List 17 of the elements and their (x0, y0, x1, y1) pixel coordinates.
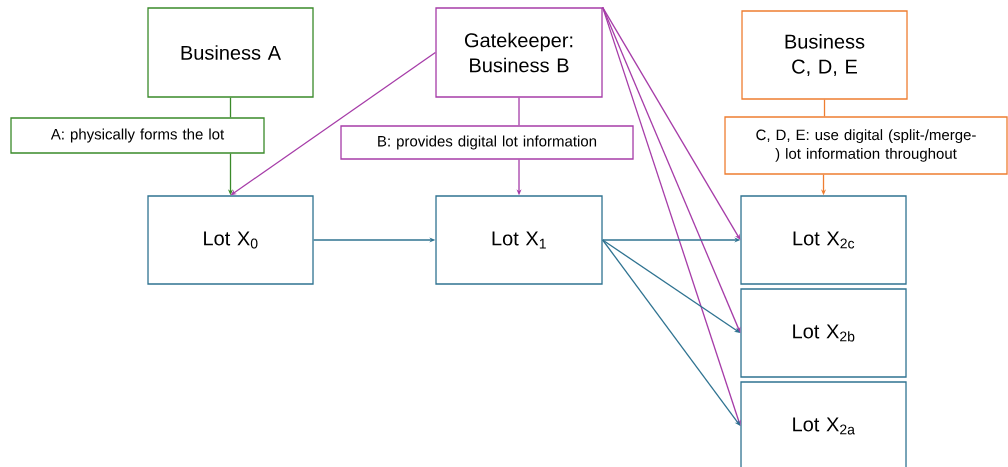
note-box: C, D, E: use digital (split-/merge-) lot information throughout (724, 116, 1008, 175)
process-box: Gatekeeper: Business B (435, 7, 603, 98)
arrow (602, 6, 741, 240)
connector-line (229, 97, 232, 118)
process-box: Business A (147, 7, 314, 98)
connector-line (823, 99, 826, 117)
note-box: B: provides digital lot information (340, 125, 634, 160)
note-box: A: physically forms the lot (10, 117, 265, 154)
arrow (602, 6, 741, 426)
arrow (602, 239, 741, 426)
lot-box: Lot X$_{2c}$ (740, 195, 907, 285)
lot-box: Lot X$_{2b}$ (740, 288, 907, 378)
connector-line (518, 97, 520, 126)
lot-box: Lot X$_{1}$ (435, 195, 603, 285)
process-box: Business C, D, E (741, 10, 908, 100)
lot-box: Lot X$_{2a}$ (740, 381, 907, 467)
lot-box: Lot X$_{0}$ (147, 195, 314, 285)
